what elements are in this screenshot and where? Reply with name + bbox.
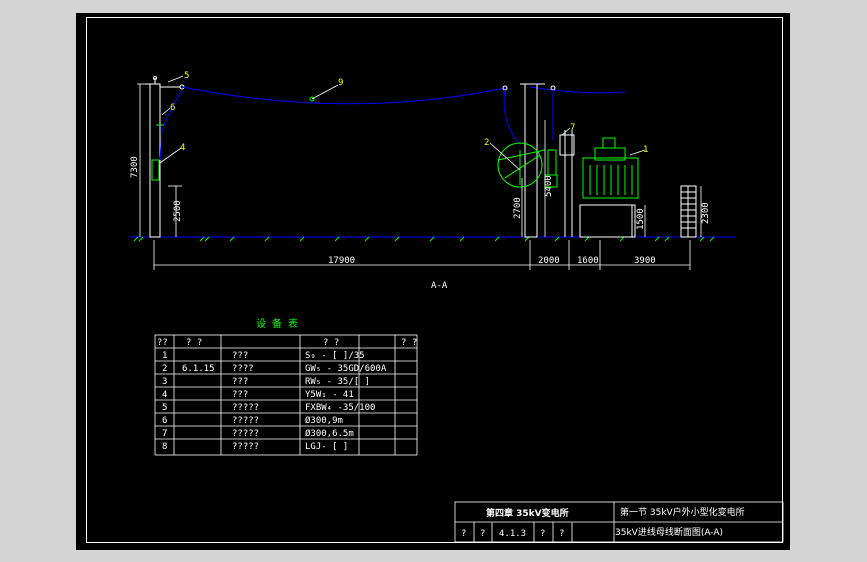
title-drawing-name: 35kV进线母线断面图(A-A) [615, 526, 723, 538]
table-rows: 1??? S₉ - [ ]/35 2 6.1.15???? GW₅ - 35GD/600… [162, 351, 387, 452]
callout-1: 1 [643, 145, 648, 155]
table-cell-col4: LGJ- [ ] [305, 442, 348, 452]
table-cell-no: 5 [162, 403, 167, 413]
fuse-unit [559, 130, 575, 237]
dim-2700: 2700 [513, 197, 523, 219]
dim-2500: 2500 [173, 200, 183, 222]
table-cell-col4: RW₅ - 35/[ ] [305, 377, 370, 387]
table-header-cell: ? ? [186, 338, 202, 348]
table-cell-col3: ??? [232, 377, 248, 387]
title-section: 第一节 35kV户外小型化变电所 [620, 506, 745, 518]
table-cell-col3: ????? [232, 429, 259, 439]
title-q1: ? [461, 529, 466, 539]
table-cell-col3: ????? [232, 442, 259, 452]
dimension-lines [137, 83, 702, 270]
table-header-cell: ?? [157, 338, 168, 348]
table-cell-no: 6 [162, 416, 167, 426]
dim-1500: 1500 [636, 208, 646, 230]
title-q3: ? [540, 529, 545, 539]
dim-1600: 1600 [577, 256, 599, 266]
drawing-frame [86, 17, 783, 543]
table-cell-col3: ??? [232, 390, 248, 400]
ground-hatch [133, 236, 715, 242]
callout-5: 5 [184, 71, 189, 81]
table-cell-no: 3 [162, 377, 167, 387]
dim-5400: 5400 [544, 175, 554, 197]
table-cell-no: 4 [162, 390, 167, 400]
table-cell-col3: ???? [232, 364, 254, 374]
dim-3900: 3900 [634, 256, 656, 266]
table-cell-col4: GW₅ - 35GD/600A [305, 364, 387, 374]
callout-7: 7 [570, 123, 575, 133]
disconnect-switch [497, 142, 558, 188]
transformer [579, 137, 639, 238]
table-cell-col2: 6.1.15 [182, 364, 215, 374]
table-cell-no: 1 [162, 351, 167, 361]
table-cell-col4: S₉ - [ ]/35 [305, 351, 365, 361]
table-cell-col4: Y5W₁ - 41 [305, 390, 354, 400]
callout-2: 2 [484, 138, 489, 148]
callout-leaders [159, 75, 646, 171]
callout-9: 9 [338, 78, 343, 88]
table-header-cell: ? ? [323, 338, 339, 348]
point-9 [309, 96, 315, 102]
fence [680, 185, 697, 238]
busbar-conductor [181, 86, 506, 105]
left-pole [145, 76, 185, 238]
table-cell-no: 7 [162, 429, 167, 439]
callout-4: 4 [180, 143, 185, 153]
right-pole [502, 83, 556, 238]
table-cell-col3: ????? [232, 403, 259, 413]
equipment-table-grid [154, 334, 418, 456]
table-cell-no: 8 [162, 442, 167, 452]
table-cell-col3: ??? [232, 351, 248, 361]
table-cell-col4: FXBW₄ -35/100 [305, 403, 375, 413]
table-header: ?? ? ? ? ? ? ? [157, 338, 417, 348]
callout-6: 6 [170, 103, 175, 113]
dim-2300: 2300 [701, 202, 711, 224]
title-code: 4.1.3 [499, 529, 526, 539]
title-q4: ? [559, 529, 564, 539]
dim-17900: 17900 [328, 256, 355, 266]
table-title: 设 备 表 [256, 317, 298, 330]
table-cell-col4: Ø300,9m [305, 415, 343, 426]
table-cell-no: 2 [162, 364, 167, 374]
busbar-right [529, 86, 626, 94]
title-q2: ? [480, 529, 485, 539]
dim-7300: 7300 [130, 156, 140, 178]
table-cell-col4: Ø300,6.5m [305, 428, 354, 439]
table-header-cell: ? ? [401, 338, 417, 348]
title-chapter: 第四章 35kV变电所 [486, 507, 569, 519]
view-label: A-A [431, 281, 448, 291]
dim-2000: 2000 [538, 256, 560, 266]
table-cell-col3: ????? [232, 416, 259, 426]
drawing-canvas [76, 13, 790, 550]
title-block [454, 501, 784, 543]
